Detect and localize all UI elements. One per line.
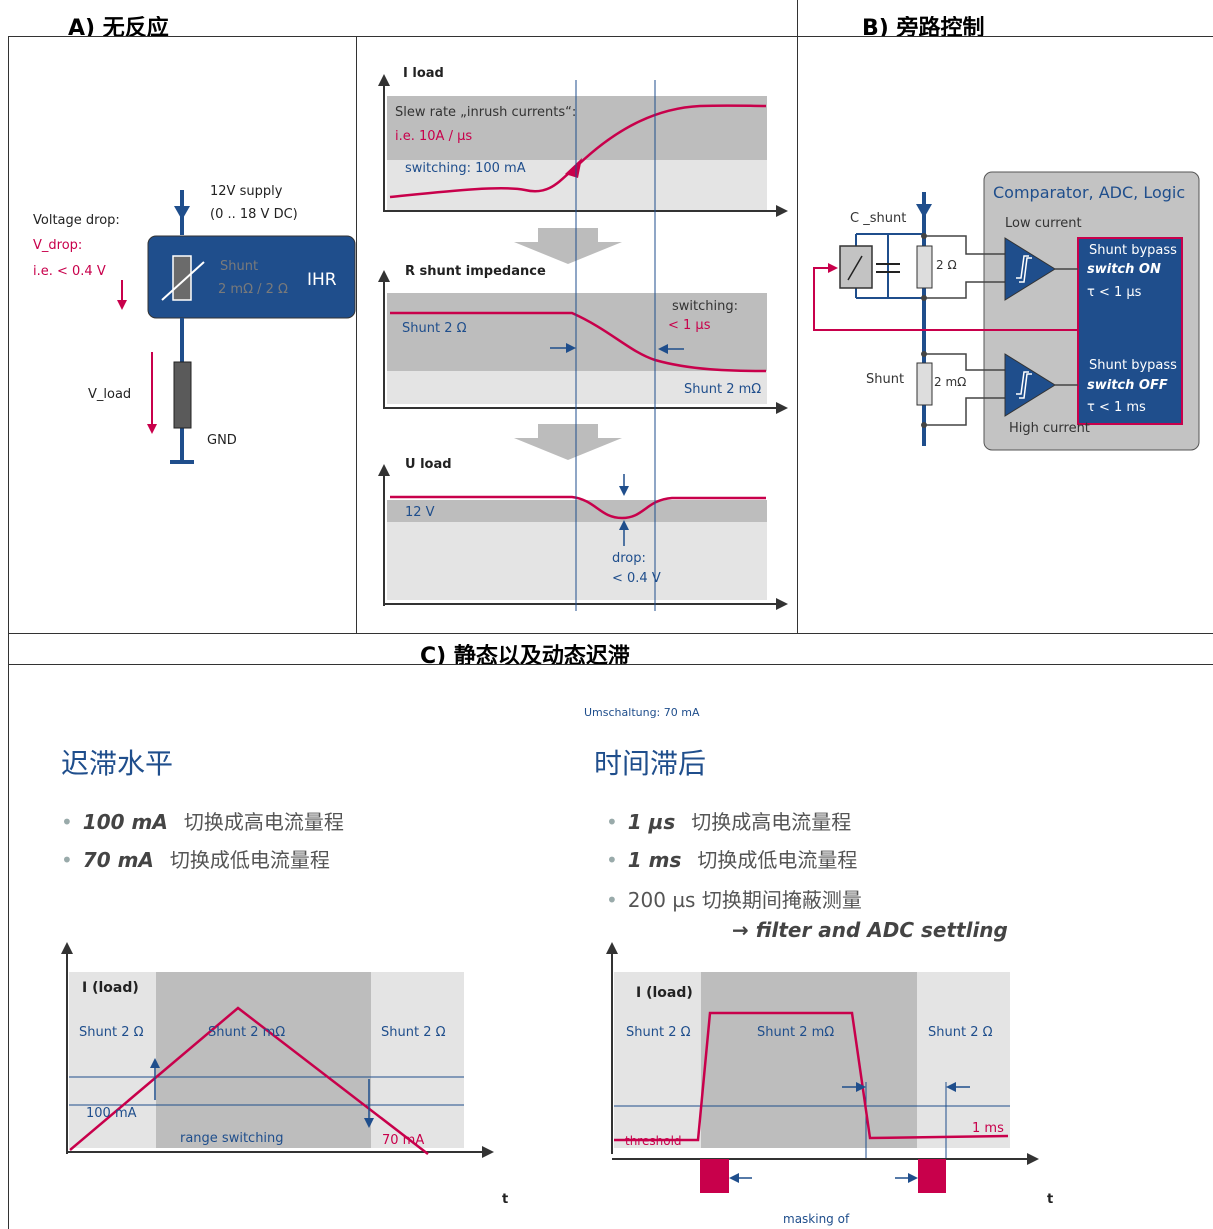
right-bullet-3: •200 µs 切换期间掩蔽测量: [606, 888, 862, 912]
low-current-label: Low current: [1005, 216, 1082, 231]
umschaltung-label: Umschaltung: 70 mA: [584, 706, 700, 719]
border-top: [8, 36, 1213, 37]
iload-title: I load: [403, 66, 444, 81]
gnd-label: GND: [207, 433, 237, 448]
uload-title: U load: [405, 457, 452, 472]
12v-label: 12 V: [405, 505, 435, 520]
hysteresis-level-title: 迟滞水平: [61, 747, 174, 780]
bypass-off-3: τ < 1 ms: [1087, 400, 1146, 415]
vdrop-value: i.e. < 0.4 V: [33, 264, 106, 279]
header-a: A) 无反应: [68, 16, 169, 36]
supply-label: 12V supply: [210, 184, 283, 199]
border-left: [8, 36, 9, 1229]
right-bullet-2-text: 切换成低电流量程: [697, 848, 858, 872]
supply-range: (0 .. 18 V DC): [210, 207, 298, 222]
bypass-on-2: switch ON: [1087, 262, 1161, 277]
header-b: B) 旁路控制: [862, 16, 985, 36]
ihr-circuit: [117, 190, 356, 464]
shunt-label-1: Shunt: [220, 259, 259, 274]
divider-c-header: [8, 664, 1213, 665]
r-2mohm-label: 2 mΩ: [934, 375, 967, 389]
ihr-label: IHR: [307, 270, 337, 290]
bypass-off-1: Shunt bypass: [1089, 358, 1177, 373]
left-shunt-2mohm: Shunt 2 mΩ: [208, 1025, 286, 1040]
divider-c-top: [8, 633, 1213, 634]
divider-a-inner: [356, 36, 357, 633]
switching-label: switching:: [672, 299, 738, 314]
left-100ma-label: 100 mA: [86, 1106, 137, 1121]
left-chart-ylabel: I (load): [82, 980, 139, 996]
drop-label: drop:: [612, 551, 646, 566]
switching-100ma: switching: 100 mA: [405, 161, 526, 176]
drop-value: < 0.4 V: [612, 571, 661, 586]
chart-u-load: [378, 464, 788, 610]
left-70ma-label: 70 mA: [382, 1133, 425, 1148]
threshold-label: threshold: [625, 1134, 682, 1148]
masking-label: masking of: [783, 1212, 850, 1226]
switching-value: < 1 µs: [668, 318, 711, 333]
chart-time-delay: [606, 942, 1039, 1193]
bypass-on-3: τ < 1 µs: [1087, 285, 1142, 300]
rshunt-title: R shunt impedance: [405, 264, 546, 279]
flow-arrow-1: [514, 228, 622, 264]
right-t-label: t: [1047, 1192, 1054, 1207]
left-shunt-2ohm-right: Shunt 2 Ω: [381, 1025, 446, 1040]
divider-ab: [797, 0, 798, 633]
cshunt-label: C _shunt: [850, 211, 907, 226]
high-current-label: High current: [1009, 421, 1090, 436]
right-bullet-2-em: 1 ms: [627, 848, 682, 872]
left-bullet-2-text: 切换成低电流量程: [169, 848, 330, 872]
shunt-2ohm-label: Shunt 2 Ω: [402, 321, 467, 336]
header-c: C) 静态以及动态迟滞: [420, 644, 630, 664]
shunt-label-2: 2 mΩ / 2 Ω: [218, 282, 288, 297]
bypass-circuit: [813, 171, 1200, 451]
left-bullet-1-em: 100 mA: [82, 810, 168, 834]
vdrop-label: Voltage drop:: [33, 213, 120, 228]
right-shunt-2mohm: Shunt 2 mΩ: [757, 1025, 835, 1040]
vdrop-name: V_drop:: [33, 238, 83, 253]
one-ms-label: 1 ms: [972, 1121, 1004, 1136]
chart-i-load: [378, 74, 788, 217]
left-shunt-2ohm: Shunt 2 Ω: [79, 1025, 144, 1040]
right-shunt-2ohm: Shunt 2 Ω: [626, 1025, 691, 1040]
right-bullet-1-text: 切换成高电流量程: [691, 810, 852, 834]
left-t-label: t: [502, 1192, 509, 1207]
right-bullet-1-em: 1 µs: [627, 810, 676, 834]
comparator-box-title: Comparator, ADC, Logic: [993, 183, 1186, 202]
right-chart-ylabel: I (load): [636, 985, 693, 1001]
left-bullet-1-text: 切换成高电流量程: [183, 810, 344, 834]
flow-arrow-2: [514, 424, 622, 460]
time-delay-title: 时间滞后: [594, 747, 707, 780]
left-bullet-2-em: 70 mA: [82, 848, 154, 872]
chart-r-shunt: [378, 270, 788, 414]
filter-note: → filter and ADC settling: [732, 918, 1008, 942]
chart-hysteresis-level: [61, 942, 494, 1158]
bypass-off-2: switch OFF: [1087, 378, 1168, 393]
r-2ohm-label: 2 Ω: [936, 258, 957, 272]
right-bullet-3-text: 200 µs 切换期间掩蔽测量: [627, 888, 862, 912]
vload-label: V_load: [88, 387, 132, 402]
shunt-label: Shunt: [866, 372, 905, 387]
range-switching-label: range switching: [180, 1131, 284, 1146]
slew-rate-label: Slew rate „inrush currents“:: [395, 105, 577, 120]
slew-rate-value: i.e. 10A / µs: [395, 129, 473, 144]
shunt-2mohm-label: Shunt 2 mΩ: [684, 382, 762, 397]
bypass-on-1: Shunt bypass: [1089, 243, 1177, 258]
right-shunt-2ohm-right: Shunt 2 Ω: [928, 1025, 993, 1040]
